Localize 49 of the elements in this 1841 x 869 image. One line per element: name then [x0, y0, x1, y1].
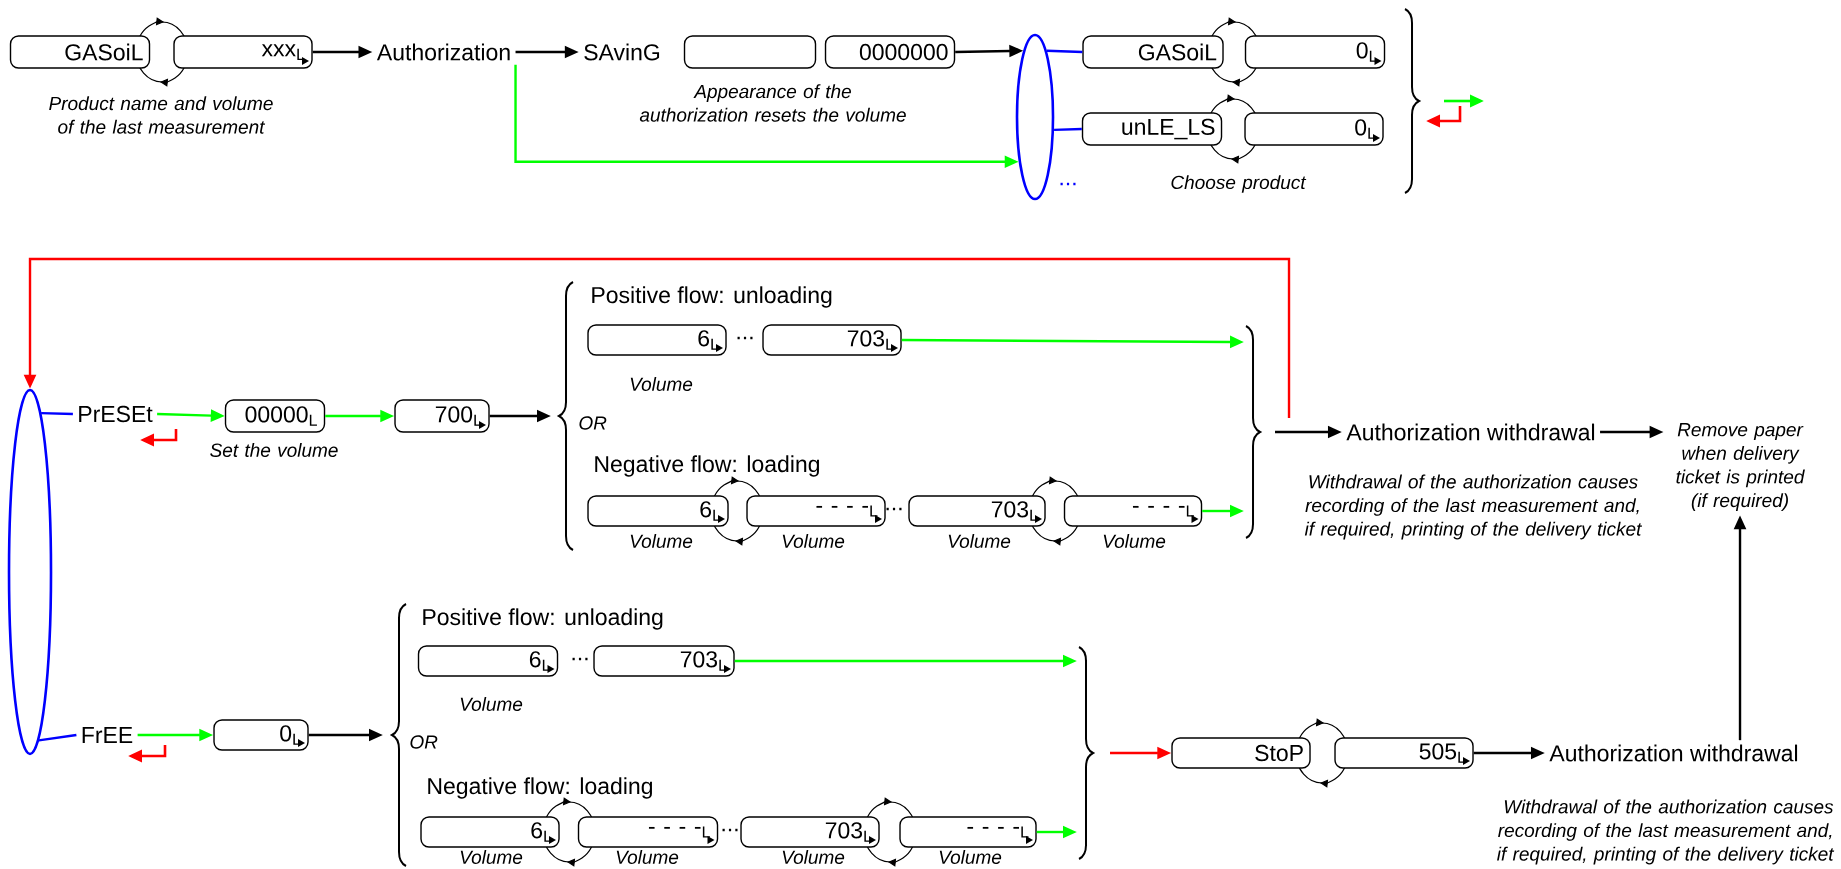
label: OR — [579, 416, 607, 430]
display-box: 0000000 — [824, 35, 956, 69]
display-box: - - - -$_{L}$ — [577, 816, 719, 848]
note-text: Remove paper when delivery ticket is printed (if required) — [1676, 423, 1805, 511]
label: Negative flow: loading — [595, 455, 819, 477]
display-box: unLE_LS — [1081, 112, 1223, 146]
step-label: Authorization withdrawal — [1346, 423, 1595, 441]
node-label: Set the volume — [210, 443, 338, 457]
node-label: Withdrawal of the authorization causes recording of the last measurement and, if required, printing of the delivery ticket — [1304, 474, 1643, 540]
node-label: Withdrawal of the authorization causes recording of the last measurement and, if required, printing of the delivery ticket — [1497, 799, 1835, 865]
step-label: SAvinG — [584, 43, 660, 61]
ellipsis: ... — [1060, 182, 1076, 186]
node-label: Volume — [630, 534, 693, 548]
node-label: Volume — [782, 534, 845, 548]
node-label: Volume — [630, 377, 693, 391]
step-label: Authorization — [376, 43, 510, 61]
display-box: - - - -$_{L}$ — [1063, 495, 1203, 527]
label: Positive flow: unloading — [592, 286, 832, 308]
ellipsis: ... — [572, 657, 588, 661]
step-label: PrESEt — [79, 405, 153, 423]
node-label: Volume — [948, 534, 1011, 548]
node-label: Product name and volume of the last measurement — [49, 96, 273, 134]
empty-display-box — [683, 35, 817, 69]
node-label: Choose product — [1171, 175, 1307, 193]
display-box: StoP — [1171, 737, 1311, 769]
connector-line — [38, 733, 77, 742]
node-label: Volume — [782, 850, 845, 864]
node-label: Volume — [460, 697, 523, 711]
label: Positive flow: unloading — [423, 608, 663, 630]
ellipsis: ... — [722, 828, 738, 832]
node-label: Appearance of the authorization resets the volume — [639, 84, 906, 122]
connector-line — [1054, 127, 1082, 132]
step-label: FrEE — [82, 727, 133, 743]
label: OR — [410, 735, 438, 749]
step-label: Authorization withdrawal — [1549, 744, 1798, 762]
node-label: Volume — [939, 850, 1002, 864]
connector-line — [1046, 49, 1083, 54]
node-label: Volume — [1103, 534, 1166, 548]
ellipsis: ... — [737, 336, 753, 340]
selection-ellipse — [1015, 33, 1055, 201]
connector-line — [41, 411, 73, 416]
label: Negative flow: loading — [428, 777, 652, 799]
node-label: Volume — [616, 850, 679, 864]
display-box: GASoiL — [1082, 35, 1224, 69]
node-label: Volume — [460, 850, 523, 864]
display-box: 00000$_{L}$ — [224, 399, 326, 433]
display-box: GASoiL — [9, 35, 151, 69]
ellipsis: ... — [886, 507, 902, 511]
selection-ellipse — [7, 388, 53, 756]
